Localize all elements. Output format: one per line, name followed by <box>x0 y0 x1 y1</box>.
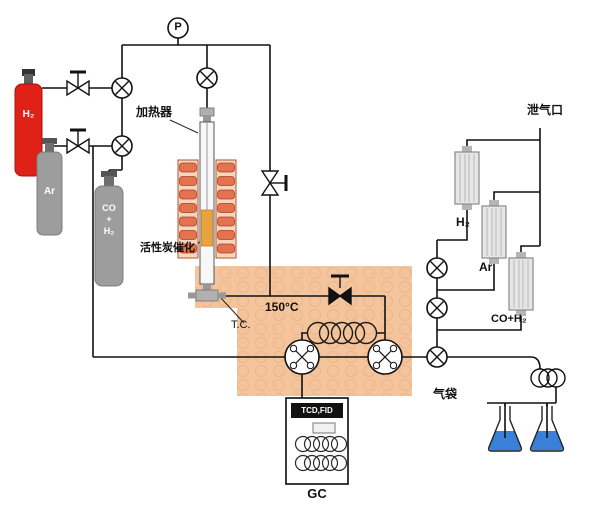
flowmeter-h2 <box>454 146 480 210</box>
flask-dip-tubes <box>504 403 548 438</box>
furnace-right-coil <box>215 159 237 259</box>
pressure-gauge-label: P <box>174 21 182 33</box>
pressure-gauge-icon <box>167 17 189 39</box>
gas-cylinder-h2 <box>14 69 43 177</box>
cylinder-ar-label: Ar <box>43 186 56 197</box>
cylinder-h2-label: H₂ <box>22 109 35 120</box>
ball-valve-4 <box>426 257 448 279</box>
flowmeter-co-h2-label: CO+H₂ <box>491 313 527 325</box>
gas-cylinder-ar <box>36 138 63 236</box>
gc-unit <box>285 397 349 485</box>
ball-valve-2 <box>111 135 133 157</box>
gc-display <box>312 422 336 434</box>
zone-temp-label: 150°C <box>265 300 299 314</box>
ball-valve-5 <box>426 297 448 319</box>
flowmeter-ar <box>481 200 507 264</box>
gc-detector-header <box>291 403 343 418</box>
condenser-coil <box>530 368 566 388</box>
needle-valve-1 <box>66 70 90 97</box>
ball-valve-3 <box>196 67 218 89</box>
gas-cylinder-co-h2 <box>94 171 124 287</box>
furnace-left-coil <box>177 159 199 259</box>
heater-label: 加热器 <box>136 105 173 119</box>
sample-loop-coil <box>306 321 378 345</box>
gc-column-coils <box>294 435 348 472</box>
ball-valve-1 <box>111 77 133 99</box>
thermocouple-label: T.C. <box>231 319 251 331</box>
vent-label: 泄气口 <box>527 103 564 117</box>
outlet-valve <box>328 274 352 306</box>
flowmeter-h2-label: H₂ <box>456 215 470 229</box>
rotary-valve-right <box>367 339 403 375</box>
bypass-valve <box>260 170 288 196</box>
catalyst-bed <box>201 209 213 247</box>
reactor-tube <box>199 107 215 285</box>
ball-valve-6 <box>426 346 448 368</box>
gc-label: GC <box>307 486 327 501</box>
needle-valve-2 <box>66 128 90 155</box>
reactor-bottom-fitting <box>188 284 226 302</box>
cylinder-co-h2-label: CO + H₂ <box>102 203 116 236</box>
gas-bag-label: 气袋 <box>433 387 458 401</box>
flowmeter-ar-label: Ar <box>479 260 493 274</box>
flowmeter-co-h2 <box>508 252 534 316</box>
pipes-zone <box>226 295 427 398</box>
catalyst-label: 活性炭催化 <box>140 242 195 254</box>
detector-label: TCD,FID <box>301 406 333 415</box>
heated-zone <box>195 266 412 396</box>
rotary-valve-left <box>284 339 320 375</box>
